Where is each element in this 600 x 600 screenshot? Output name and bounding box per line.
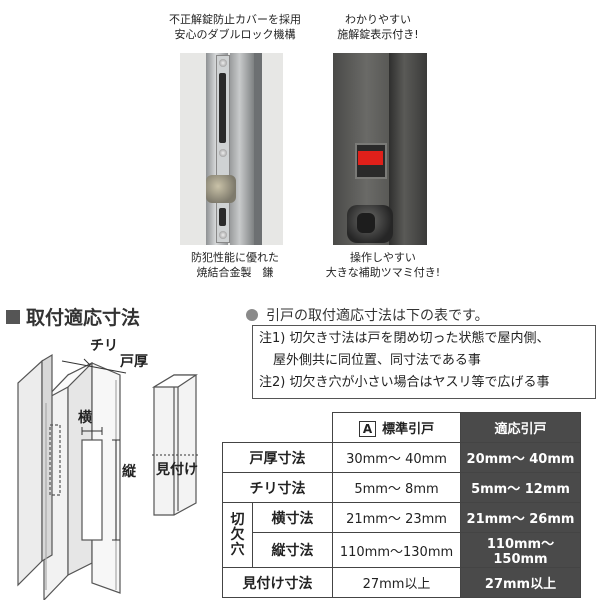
- caption-line: 焼結合金製 鎌: [196, 266, 274, 279]
- header-fit: 適応引戸: [460, 412, 581, 443]
- note-line: 注1) 切欠き寸法は戸を閉め切った状態で屋内側、: [259, 331, 550, 346]
- table-row: 切 欠 穴 横寸法 21mm～ 23mm 21mm～ 26mm: [222, 502, 581, 568]
- badge-a: A: [358, 421, 377, 437]
- table-row: 縦寸法 110mm～130mm 110mm～150mm: [223, 532, 581, 568]
- cell-fit: 21mm～ 26mm: [460, 502, 581, 533]
- notes-box: 注1) 切欠き寸法は戸を閉め切った状態で屋内側、 屋外側共に同位置、同寸法である…: [252, 325, 596, 399]
- group-char: 欠: [230, 526, 245, 543]
- intro-line: 引戸の取付適応寸法は下の表です。: [246, 305, 489, 325]
- cell-standard: 27mm以上: [332, 567, 461, 598]
- cell-fit: 27mm以上: [460, 567, 581, 598]
- section-title: 取付適応寸法: [6, 303, 140, 330]
- caption-line: 不正解錠防止カバーを採用: [169, 13, 301, 26]
- note-line: 屋外側共に同位置、同寸法である事: [273, 353, 481, 368]
- cell-fit: 110mm～150mm: [460, 532, 581, 568]
- caption-line: わかりやすい: [345, 13, 411, 26]
- lock-indicator-photo: [333, 53, 427, 245]
- caption-left-top: 不正解錠防止カバーを採用 安心のダブルロック機構: [160, 12, 310, 42]
- table-header-row: A 標準引戸 適応引戸: [222, 412, 581, 443]
- square-bullet-icon: [6, 309, 20, 324]
- toatsu-label: 戸厚: [120, 354, 148, 370]
- caption-right-top: わかりやすい 施解錠表示付き!: [318, 12, 438, 42]
- group-char: 穴: [230, 541, 245, 558]
- tate-label: 縦: [122, 464, 136, 480]
- row-label: 戸厚寸法: [222, 442, 333, 473]
- circle-bullet-icon: [246, 309, 258, 321]
- header-standard: A 標準引戸: [332, 412, 461, 443]
- mitsuke-label: 見付け: [156, 462, 198, 478]
- caption-line: 操作しやすい: [350, 251, 416, 264]
- cell-standard: 5mm～ 8mm: [332, 472, 461, 503]
- lock-status-indicator: [358, 151, 383, 165]
- note-line: 注2) 切欠き穴が小さい場合はヤスリ等で広げる事: [259, 375, 550, 390]
- dimension-diagram: チリ 戸厚 横 縦 見付け: [6, 335, 238, 600]
- cell-standard: 30mm～ 40mm: [332, 442, 461, 473]
- door-section-drawing: [17, 353, 198, 600]
- lock-mechanism-photo: [180, 53, 283, 245]
- cell-standard: 110mm～130mm: [332, 532, 461, 568]
- caption-line: 安心のダブルロック機構: [174, 28, 296, 41]
- section-title-text: 取付適応寸法: [26, 307, 141, 329]
- spec-table: A 標準引戸 適応引戸 戸厚寸法 30mm～ 40mm 20mm～ 40mm チリ…: [222, 412, 581, 598]
- table-row: チリ寸法 5mm～ 8mm 5mm～ 12mm: [222, 472, 581, 503]
- row-label: 縦寸法: [252, 532, 333, 568]
- intro-text: 引戸の取付適応寸法は下の表です。: [266, 308, 489, 324]
- table-corner: [222, 412, 333, 443]
- table-row: 戸厚寸法 30mm～ 40mm 20mm～ 40mm: [222, 442, 581, 473]
- table-row: 見付け寸法 27mm以上 27mm以上: [222, 567, 581, 598]
- row-label: 横寸法: [252, 502, 333, 533]
- yoko-label: 横: [78, 410, 92, 426]
- cell-fit: 5mm～ 12mm: [460, 472, 581, 503]
- row-label: 見付け寸法: [222, 567, 333, 598]
- chiri-label: チリ: [90, 338, 118, 354]
- cell-standard: 21mm～ 23mm: [332, 502, 461, 533]
- caption-right-bottom: 操作しやすい 大きな補助ツマミ付き!: [318, 250, 448, 280]
- caption-left-bottom: 防犯性能に優れた 焼結合金製 鎌: [160, 250, 310, 280]
- header-standard-text: 標準引戸: [382, 422, 435, 437]
- cutout-group-label: 切 欠 穴: [222, 502, 253, 568]
- caption-line: 大きな補助ツマミ付き!: [325, 266, 441, 279]
- group-char: 切: [230, 511, 245, 528]
- caption-line: 施解錠表示付き!: [337, 28, 419, 41]
- row-label: チリ寸法: [222, 472, 333, 503]
- caption-line: 防犯性能に優れた: [191, 251, 279, 264]
- cell-fit: 20mm～ 40mm: [460, 442, 581, 473]
